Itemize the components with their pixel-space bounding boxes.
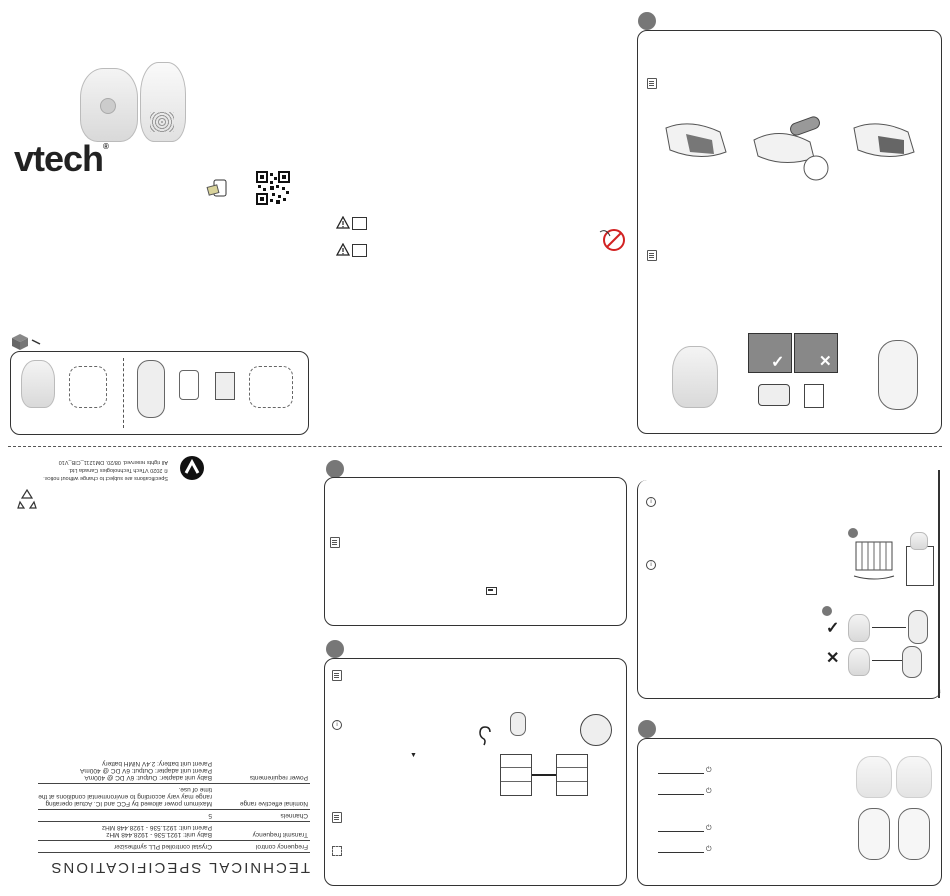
check-mark: ✓ [771,354,785,371]
install-step-3 [848,118,920,162]
check-mark: ✓ [826,620,840,637]
info-icon: i [332,720,342,730]
step-number-circle [638,12,656,30]
plug-wrong-box: ✕ [794,333,838,373]
manual-book-icon [352,217,367,230]
power-icon[interactable]: ⏻ [706,846,712,853]
dresser-with-baby-unit [906,546,934,586]
baby-unit-image [672,346,718,408]
fold-line [8,446,942,447]
copyright-block: Specifications are subject to change wit… [18,458,168,482]
vtech-mark-icon [180,456,204,480]
parent-unit-image [908,610,928,644]
zoom-circle [580,714,612,746]
adapter-thumb-1 [69,366,107,408]
copyright-line2: © 2020 VTech Technologies Canada Ltd. [68,467,168,473]
info-icon: i [646,497,656,507]
parent-unit-alert [902,646,922,678]
step-number-circle [848,528,858,538]
recycle-icon [16,488,38,515]
range-line [872,627,906,628]
step-number-circle [326,460,344,478]
note-icon [332,812,342,823]
warning-triangle-icon [335,215,351,234]
belt-clip-thumb [179,370,199,400]
technical-specifications-table: TECHNICAL SPECIFICATIONS Frequency contr… [38,758,310,886]
install-step-2 [750,112,830,182]
note-icon [647,78,657,89]
down-arrow: ▼ [410,752,417,759]
battery-icon [486,587,497,595]
cross-mark: ✕ [826,650,840,667]
distance-line [532,774,556,776]
ear-icon [478,726,494,753]
box-contents-panel [10,351,309,435]
step-number-circle [822,606,832,616]
pairing-panel [637,738,942,886]
panel-right-border [938,470,940,698]
note-icon [330,537,340,548]
phone-scan-icon [206,178,230,198]
baby-unit-image [856,756,892,798]
baby-unit-image [848,614,870,642]
parent-unit-grille [150,112,174,132]
range-line [872,660,902,661]
no-cord-icon [598,224,626,257]
parent-unit-thumb [137,360,165,418]
box-icon [10,332,44,350]
baby-unit-image [896,756,932,798]
parent-unit-image [878,340,918,410]
manual-book-icon [352,244,367,257]
parent-unit-image [898,808,930,860]
power-icon[interactable]: ⏻ [706,788,712,795]
wall-adapter [758,384,790,406]
parent-unit-image [858,808,890,860]
baby-unit-image [910,532,928,550]
vtech-logo: vtech® [14,138,109,179]
info-icon: i [646,560,656,570]
adapter-thumb-2 [249,366,293,408]
placement-panel [637,480,941,699]
cross-mark: ✕ [819,353,832,370]
wall-outlet [804,384,824,408]
pair-line-2 [658,794,704,795]
copyright-line3: All rights reserved. 08/20. DM1211_CIB_V… [58,459,168,465]
warning-triangle-icon [335,242,351,261]
plug-correct-box: ✓ [748,333,792,373]
divider-line [123,358,124,428]
pair-line-3 [658,831,704,832]
qr-code-icon[interactable] [256,171,290,205]
pair-line-1 [658,773,704,774]
baby-unit-speaker [100,98,116,114]
baby-unit-image [848,648,870,676]
dresser-right [556,754,588,796]
section-panel-1 [324,477,627,626]
note-icon [647,250,657,261]
install-step-1 [660,118,730,162]
battery-pack-thumb [215,372,235,400]
pair-line-4 [658,852,704,853]
power-icon[interactable]: ⏻ [706,767,712,774]
step-number-circle [638,720,656,738]
specs-title: TECHNICAL SPECIFICATIONS [49,859,310,876]
power-icon[interactable]: ⏻ [706,825,712,832]
copyright-line1: Specifications are subject to change wit… [43,475,168,481]
crib-illustration [852,536,898,582]
step-number-circle [326,640,344,658]
sound-icon [332,846,342,856]
note-icon [332,670,342,681]
baby-unit-thumb [21,360,55,408]
dresser-left [500,754,532,796]
baby-unit-on-dresser [510,712,526,736]
